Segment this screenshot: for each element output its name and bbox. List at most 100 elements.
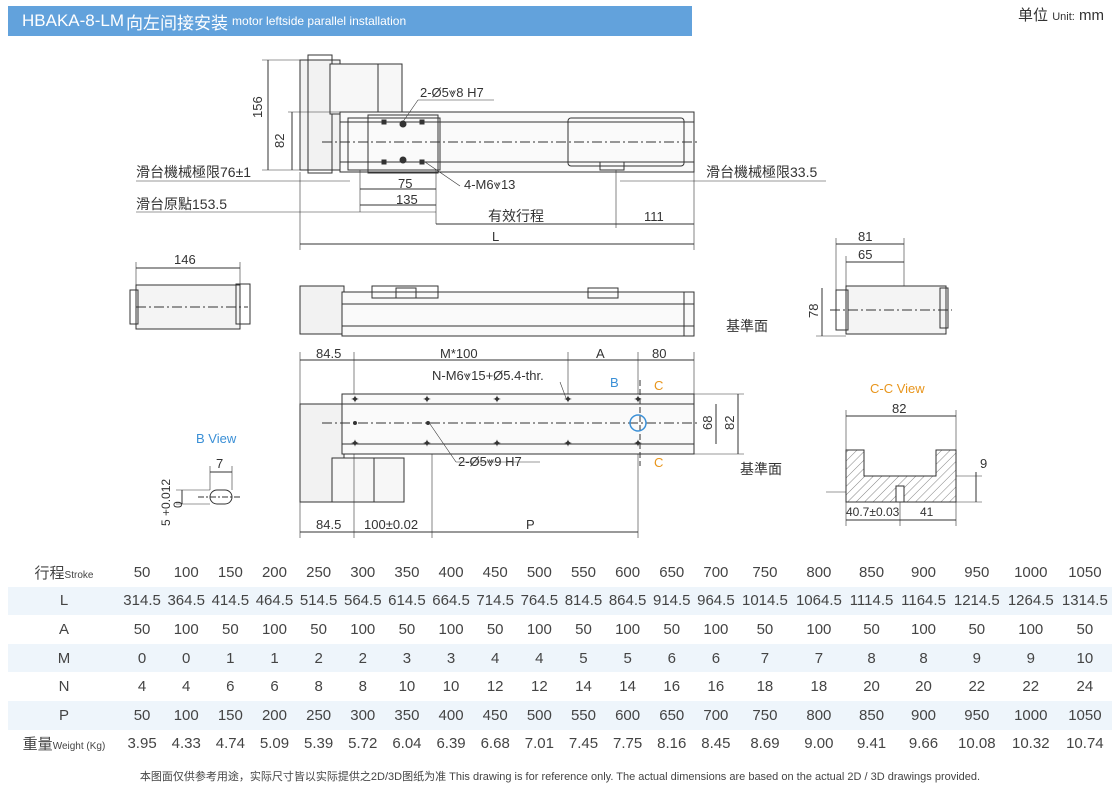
table-cell: 650 <box>659 563 685 581</box>
table-cell: 614.5 <box>384 586 429 616</box>
table-cell: 800 <box>806 563 832 581</box>
tap-callout-bottom: N-M6⩔15+Ø5.4-thr. <box>432 368 544 383</box>
table-cell: 50 <box>222 620 239 638</box>
table-cell: 714.5 <box>473 586 518 616</box>
table-cell: 20 <box>915 678 932 696</box>
table-cell: 10 <box>398 678 416 696</box>
table-cell: 7 <box>737 643 792 673</box>
row-header-label: 行程 <box>34 564 65 582</box>
table-cell: 7.01 <box>524 735 554 753</box>
table-cell: 6 <box>226 678 235 696</box>
svg-text:✦: ✦ <box>350 438 359 450</box>
table-cell: 18 <box>756 678 774 696</box>
table-cell: 5 <box>605 643 650 673</box>
table-cell: 1 <box>208 643 253 673</box>
dim-80: 80 <box>652 346 666 361</box>
table-cell: 5.09 <box>259 735 290 753</box>
table-cell: 9 <box>1003 643 1058 673</box>
table-cell: 414.5 <box>208 586 253 616</box>
table-cell: 14 <box>619 678 636 696</box>
row-header-label: M <box>57 649 71 667</box>
table-cell: 1064.5 <box>791 586 846 616</box>
table-cell: 900 <box>897 700 950 730</box>
unit-cn: 单位 <box>1018 7 1049 24</box>
table-cell: 50 <box>120 700 165 730</box>
table-cell: 4 <box>137 678 147 696</box>
dim-84-5-top: 84.5 <box>316 346 341 361</box>
row-header-label: L <box>59 592 69 610</box>
table-cell: 8.45 <box>701 735 731 753</box>
dim-A: A <box>596 346 605 361</box>
table-cell: 50 <box>310 620 327 638</box>
table-cell: 450 <box>473 700 518 730</box>
hole-callout-top: 2-Ø5⩔8 H7 <box>420 85 484 100</box>
row-header-label: 重量 <box>22 736 53 754</box>
table-cell: 1014.5 <box>737 586 792 616</box>
table-cell: 400 <box>438 563 464 581</box>
table-cell: 814.5 <box>561 586 606 616</box>
table-cell: 550 <box>570 563 596 581</box>
table-cell: 6.68 <box>480 735 510 753</box>
table-cell: 8 <box>314 678 323 696</box>
table-cell: 100 <box>350 620 376 638</box>
b-view-title: B View <box>196 431 237 446</box>
table-cell: 400 <box>428 700 474 730</box>
dim-68: 68 <box>700 416 715 430</box>
svg-text:✦: ✦ <box>350 394 359 406</box>
table-cell: 700 <box>693 700 738 730</box>
table-cell: 1000 <box>1003 700 1058 730</box>
side-view <box>299 285 695 337</box>
table-cell: 500 <box>517 700 562 730</box>
table-cell: 100 <box>261 620 287 638</box>
datum-label-top: 基準面 <box>726 318 768 334</box>
table-cell: 12 <box>530 678 548 696</box>
svg-text:✦: ✦ <box>492 438 501 450</box>
dim-81: 81 <box>858 229 872 244</box>
table-cell: 564.5 <box>340 586 385 616</box>
marker-B: B <box>610 375 619 390</box>
dim-P: P <box>526 517 535 532</box>
row-header: P <box>8 700 120 730</box>
table-cell: 7 <box>791 643 846 673</box>
table-cell: 764.5 <box>517 586 562 616</box>
table-cell: 100 <box>911 620 937 638</box>
unit-label: 单位 Unit: mm <box>1018 4 1104 25</box>
table-cell: 9.41 <box>856 735 887 753</box>
table-cell: 1314.5 <box>1057 586 1112 616</box>
row-header-sub: Weight (Kg) <box>52 741 106 753</box>
table-cell: 4 <box>517 643 562 673</box>
table-cell: 8.69 <box>750 735 780 753</box>
table-cell: 350 <box>384 700 429 730</box>
title-cn: 向左间接安装 <box>126 13 229 33</box>
table-cell: 50 <box>575 620 592 638</box>
table-cell: 200 <box>252 700 297 730</box>
table-cell: 50 <box>486 620 504 638</box>
table-cell: 914.5 <box>649 586 694 616</box>
origin-label: 滑台原點153.5 <box>136 196 227 212</box>
table-cell: 950 <box>964 563 990 581</box>
svg-text:✦: ✦ <box>633 438 642 450</box>
table-cell: 3.95 <box>127 735 157 753</box>
table-cell: 50 <box>133 563 151 581</box>
table-cell: 150 <box>217 563 243 581</box>
table-cell: 20 <box>863 678 880 696</box>
table-cell: 5.72 <box>348 735 378 753</box>
title-en: motor leftside parallel installation <box>232 14 407 28</box>
table-cell: 14 <box>575 678 592 696</box>
cc-view <box>826 410 982 526</box>
dim-78: 78 <box>806 304 821 318</box>
table-cell: 300 <box>350 563 376 581</box>
table-cell: 100 <box>526 620 552 638</box>
table-cell: 24 <box>1076 678 1094 696</box>
table-cell: 50 <box>968 620 986 638</box>
row-header: M <box>8 643 120 673</box>
table-cell: 664.5 <box>428 586 474 616</box>
table-cell: 1000 <box>1014 563 1048 581</box>
row-header-label: N <box>58 678 70 696</box>
